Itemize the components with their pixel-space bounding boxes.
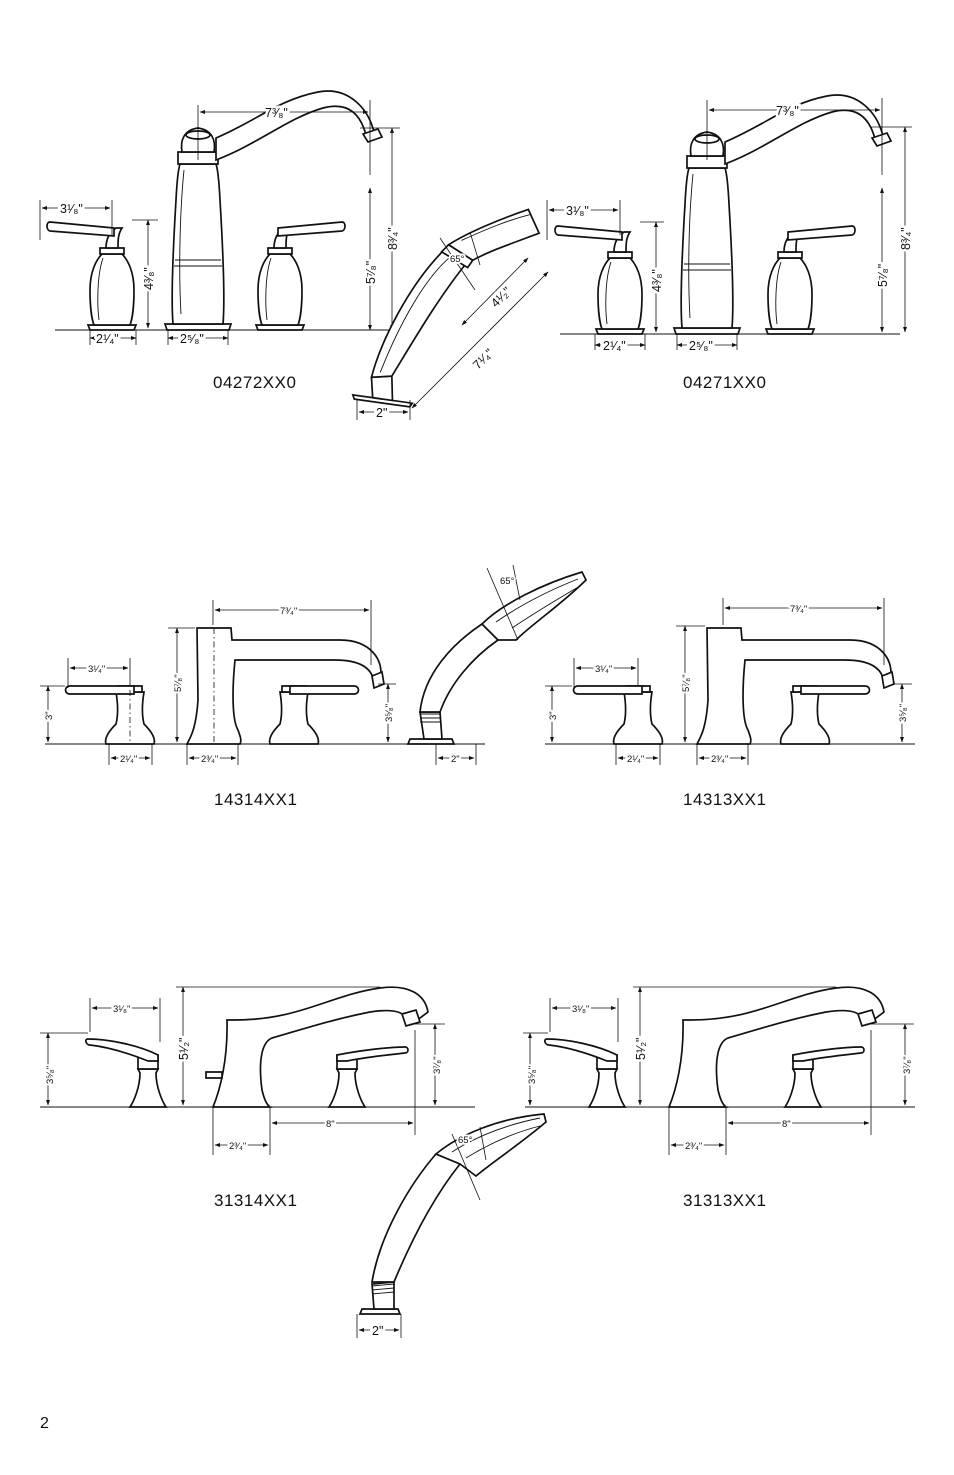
dim-spout-height-31314: 5¹⁄₂"	[177, 1038, 191, 1061]
dim-handle-height-04271: 4³⁄₈"	[650, 269, 664, 292]
dim-spout-reach-14313: 7³⁄₄"	[790, 604, 807, 615]
dim-handle-base: 2¹⁄₄"	[96, 332, 119, 346]
dim-shower-base-row2: 2"	[451, 754, 460, 765]
dim-shower-base: 2"	[376, 406, 387, 420]
handle-right-04271	[765, 225, 856, 335]
handle-right-31314	[328, 1046, 409, 1108]
model-label-31314: 31314XX1	[214, 1191, 297, 1210]
model-label-04272: 04272XX0	[213, 373, 296, 392]
dim-handle-base-04271: 2¹⁄₄"	[603, 339, 626, 353]
dim-spout-reach: 7³⁄₈"	[265, 106, 288, 120]
row1-assembly-04272: 7³⁄₈" 8³⁄₄" 5⁷⁄₈" 3¹⁄₈" 4³⁄₈" 2¹⁄₄" 2⁵⁄₈…	[39, 90, 420, 392]
dim-spout-reach-31314: 8"	[326, 1119, 335, 1130]
dim-spout-outlet-height: 5⁷⁄₈"	[364, 261, 378, 284]
dim-spout-reach-04271: 7³⁄₈"	[776, 104, 799, 118]
dim-shower-head-length: 4¹⁄₂"	[488, 284, 514, 310]
dim-shower-angle-row3: 65°	[458, 1135, 473, 1146]
dim-outlet-height-31313: 3⁷⁄₈"	[902, 1056, 913, 1074]
handle-left-14313	[572, 685, 664, 745]
dim-handle-height: 4³⁄₈"	[142, 267, 156, 290]
dim-spout-reach-14314: 7³⁄₄"	[280, 606, 297, 617]
dim-handle-height-31313: 3⁵⁄₈"	[527, 1066, 538, 1084]
dim-spout-total-height-04271: 8³⁄₄"	[899, 227, 913, 250]
dim-handle-height-14313: 3"	[548, 711, 559, 720]
spout-31313	[667, 986, 885, 1108]
hand-shower-row2: 65° 2"	[406, 564, 588, 767]
dim-spout-base: 2⁵⁄₈"	[180, 332, 204, 346]
model-label-04271: 04271XX0	[683, 373, 766, 392]
dim-shower-base-row3: 2"	[372, 1324, 383, 1338]
spout-14314	[185, 627, 385, 745]
hand-shower-row3: 65° 2"	[356, 1113, 547, 1341]
dim-handle-base-14313: 2¹⁄₄"	[627, 754, 644, 765]
dim-shower-total-length: 7¹⁄₄"	[470, 346, 496, 372]
dim-handle-reach-14313: 3¹⁄₄"	[595, 664, 612, 675]
hand-shower-row1: 2" 7¹⁄₄" 4¹⁄₂" 65°	[351, 188, 549, 423]
handle-left-31314	[84, 1038, 167, 1108]
dim-spout-base-14313: 2³⁄₄"	[711, 754, 728, 765]
dim-spout-base-31314: 2³⁄₄"	[229, 1141, 246, 1152]
dim-shower-angle-row2: 65°	[500, 576, 515, 587]
dim-handle-height-31314: 3⁵⁄₈"	[45, 1066, 56, 1084]
dim-spout-base-14314: 2³⁄₄"	[201, 754, 218, 765]
dim-handle-reach-31313: 3¹⁄₈"	[572, 1004, 589, 1015]
dim-spout-base-31313: 2³⁄₄"	[685, 1141, 702, 1152]
spout-31314	[205, 986, 429, 1108]
model-label-31313: 31313XX1	[683, 1191, 766, 1210]
dim-handle-reach: 3¹⁄₈"	[60, 202, 83, 216]
model-label-14313: 14313XX1	[683, 790, 766, 809]
handle-right-14313	[779, 685, 871, 745]
handle-left-14314	[64, 685, 156, 745]
dim-spout-height-14313: 5⁷⁄₈"	[681, 674, 692, 692]
handle-left-04272	[46, 221, 137, 331]
dim-handle-height-14314: 3"	[44, 711, 55, 720]
dim-spout-base-04271: 2⁵⁄₈"	[689, 339, 713, 353]
dim-spout-height-31313: 5¹⁄₂"	[634, 1038, 648, 1061]
dim-outlet-height-14313: 3⁵⁄₈"	[898, 704, 909, 722]
handle-right-04272	[255, 221, 346, 331]
dim-spout-total-height: 8³⁄₄"	[386, 227, 400, 250]
dim-spout-height-14314: 5⁷⁄₈"	[173, 674, 184, 692]
row3-assembly-31313: 3¹⁄₈" 3⁵⁄₈" 5¹⁄₂" 3⁷⁄₈" 8" 2³⁄₄" 31313XX…	[523, 986, 915, 1210]
dim-handle-reach-04271: 3¹⁄₈"	[566, 204, 589, 218]
model-label-14314: 14314XX1	[214, 790, 297, 809]
handle-right-14314	[268, 685, 360, 745]
page-number: 2	[40, 1415, 49, 1432]
dim-spout-reach-31313: 8"	[782, 1119, 791, 1130]
handle-right-31313	[784, 1046, 865, 1108]
dim-outlet-height-14314: 3⁵⁄₈"	[384, 704, 395, 722]
dim-handle-reach-14314: 3¹⁄₄"	[88, 664, 105, 675]
dim-shower-angle: 65°	[450, 254, 465, 265]
handle-left-04271	[554, 225, 645, 335]
dim-handle-base-14314: 2¹⁄₄"	[120, 754, 137, 765]
row2-assembly-14313: 7³⁄₄" 5⁷⁄₈" 3⁵⁄₈" 3¹⁄₄" 3" 2¹⁄₄" 2³⁄₄" 1…	[545, 598, 915, 809]
row1-assembly-04271: 7³⁄₈" 8³⁄₄" 5⁷⁄₈" 3¹⁄₈" 4³⁄₈" 2¹⁄₄" 2⁵⁄₈…	[546, 94, 916, 392]
row3-assembly-31314: 3¹⁄₈" 3⁵⁄₈" 5¹⁄₂" 3⁷⁄₈" 8" 2³⁄₄" 31314XX…	[40, 986, 475, 1210]
dim-handle-reach-31314: 3¹⁄₈"	[113, 1004, 130, 1015]
dim-outlet-height-31314: 3⁷⁄₈"	[432, 1056, 443, 1074]
dim-spout-outlet-height-04271: 5⁷⁄₈"	[876, 264, 890, 287]
handle-left-31313	[543, 1038, 626, 1108]
row2-assembly-14314: 7³⁄₄" 5⁷⁄₈" 3⁵⁄₈" 3¹⁄₄" 3" 2¹⁄₄" 2³⁄₄" 1…	[40, 600, 485, 809]
